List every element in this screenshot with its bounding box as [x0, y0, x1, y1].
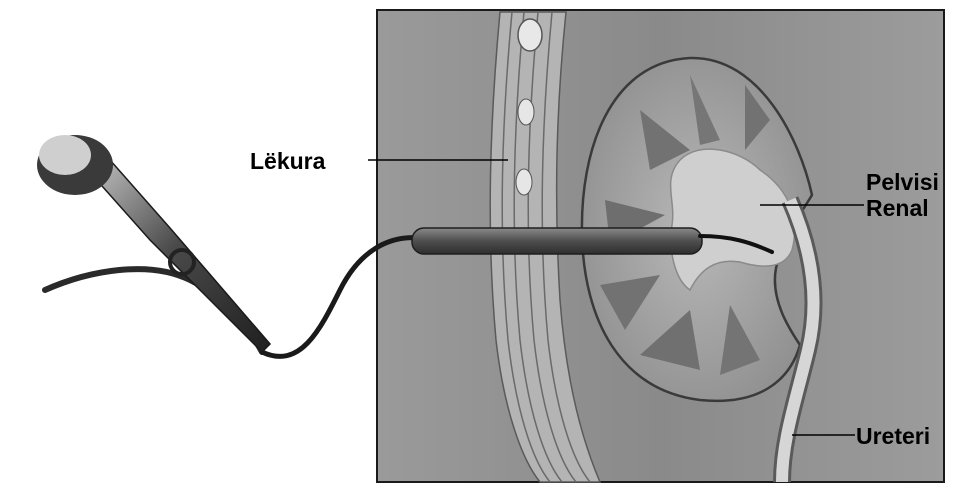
- label-renal-pelvis-line1: Pelvisi: [866, 169, 939, 195]
- label-renal-pelvis-line2: Renal: [866, 195, 929, 221]
- label-skin: Lëkura: [250, 148, 325, 174]
- label-ureter: Ureteri: [856, 423, 930, 449]
